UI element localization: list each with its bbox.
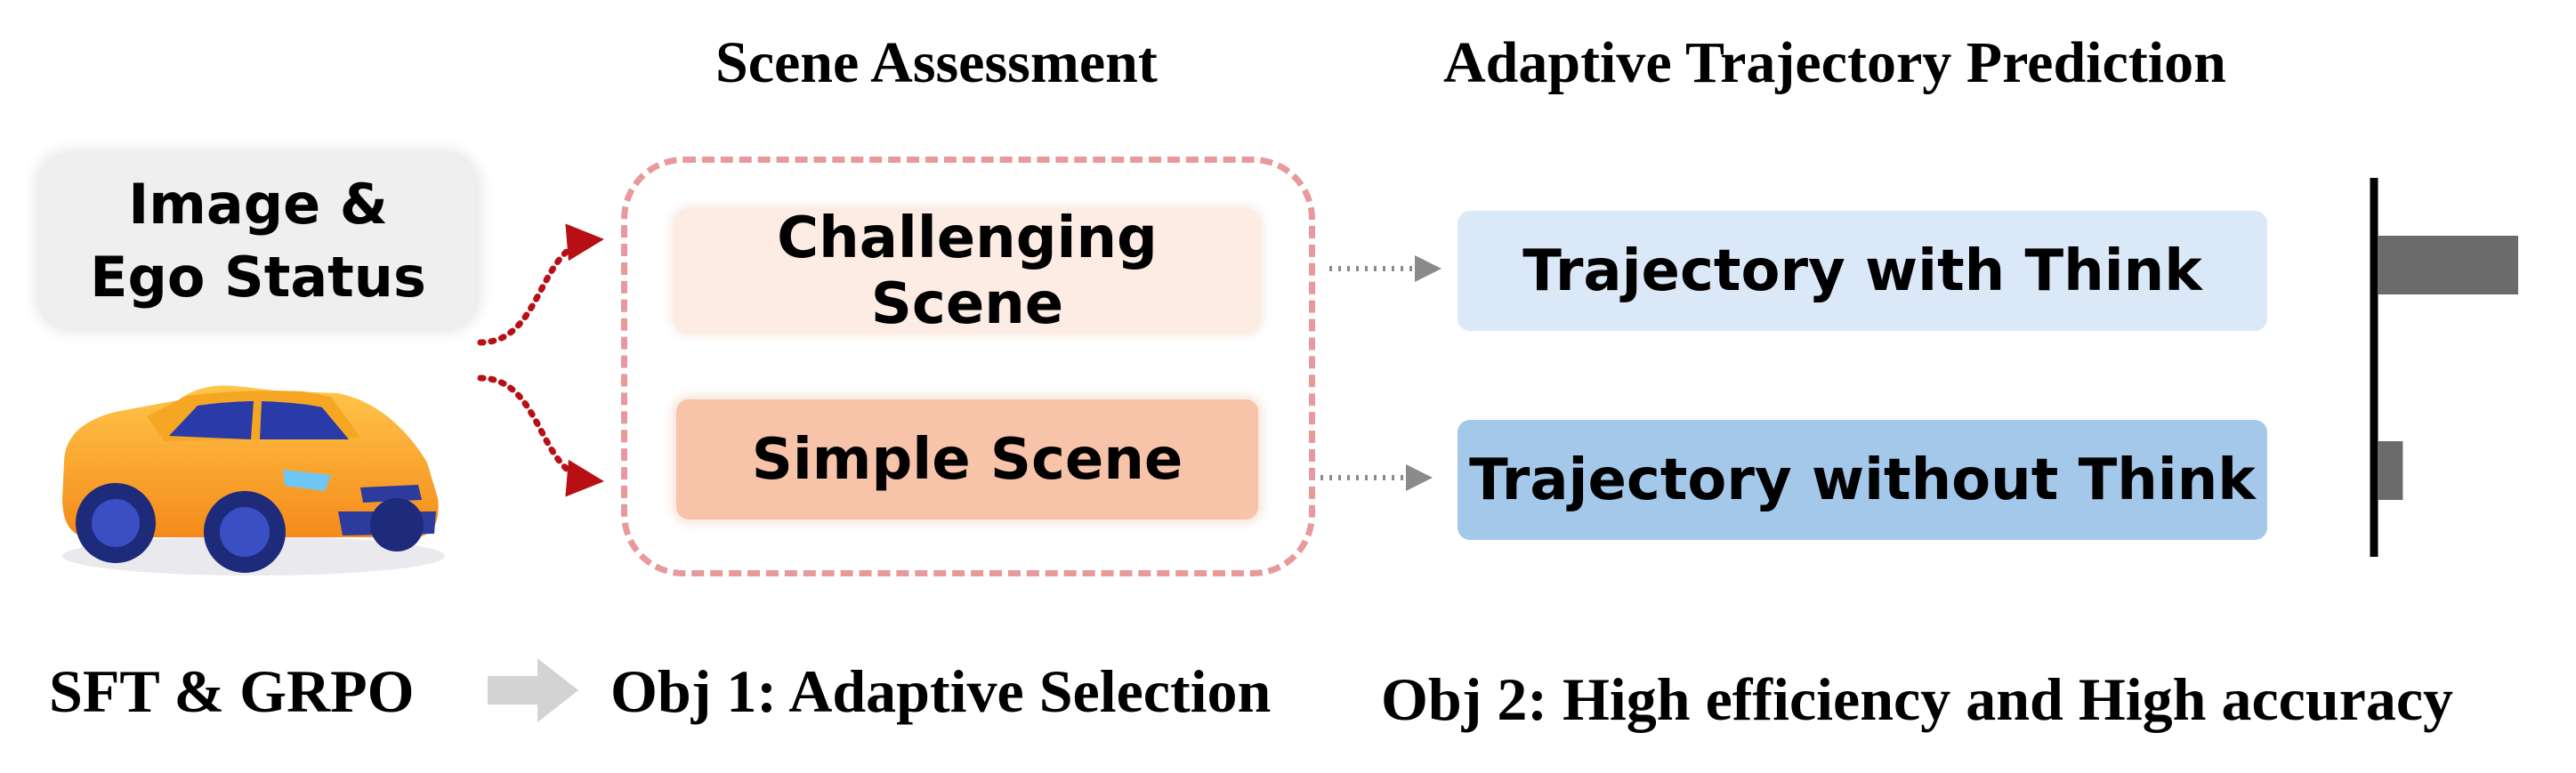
trajectory-with-think-box: Trajectory with Think (1458, 211, 2267, 331)
obj1-label: Obj 1: Adaptive Selection (610, 657, 1272, 725)
footer-arrow (488, 658, 578, 722)
obj2-label: Obj 2: High efficiency and High accuracy (1381, 665, 2454, 733)
arrow-to-simple (477, 374, 604, 497)
trajectory-without-think-box: Trajectory without Think (1458, 420, 2267, 540)
trajectory-without-think-label: Trajectory without Think (1469, 447, 2256, 513)
scene-assessment-heading: Scene Assessment (715, 30, 1158, 95)
scene-assessment-frame (621, 157, 1315, 576)
input-line-1: Image & (128, 172, 388, 237)
with-think-bar (2378, 236, 2518, 294)
challenging-scene-label: Challenging Scene (777, 205, 1158, 337)
training-label: SFT & GRPO (49, 657, 415, 725)
simple-scene-label: Simple Scene (751, 426, 1183, 493)
arrow-to-challenging (477, 223, 604, 346)
without-think-bar (2378, 441, 2403, 500)
image-ego-status-box: Image & Ego Status (40, 155, 476, 327)
input-line-2: Ego Status (90, 245, 426, 310)
simple-scene-box: Simple Scene (676, 399, 1258, 519)
trajectory-with-think-label: Trajectory with Think (1522, 238, 2202, 304)
adaptive-trajectory-heading: Adaptive Trajectory Prediction (1443, 30, 2226, 95)
challenging-scene-box: Challenging Scene (676, 205, 1258, 337)
